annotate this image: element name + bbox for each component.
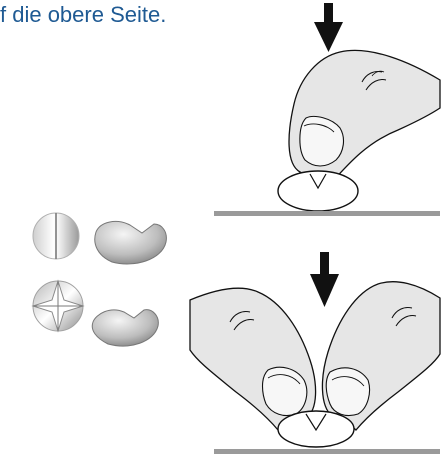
finger-top xyxy=(288,49,441,189)
surface-bottom xyxy=(214,449,440,454)
top-panel-single-finger-press xyxy=(214,3,441,216)
bottom-panel-two-finger-press xyxy=(189,252,441,454)
down-arrow-icon xyxy=(314,3,343,52)
down-arrow-icon xyxy=(310,252,339,307)
surface-top xyxy=(214,211,440,216)
tablet-top xyxy=(277,170,359,212)
instruction-caption: f die obere Seite. xyxy=(0,2,167,27)
scored-tablet-icon xyxy=(32,212,167,265)
cross-scored-tablet-icon xyxy=(31,279,159,347)
finger-left xyxy=(189,287,317,431)
finger-right xyxy=(321,281,441,431)
